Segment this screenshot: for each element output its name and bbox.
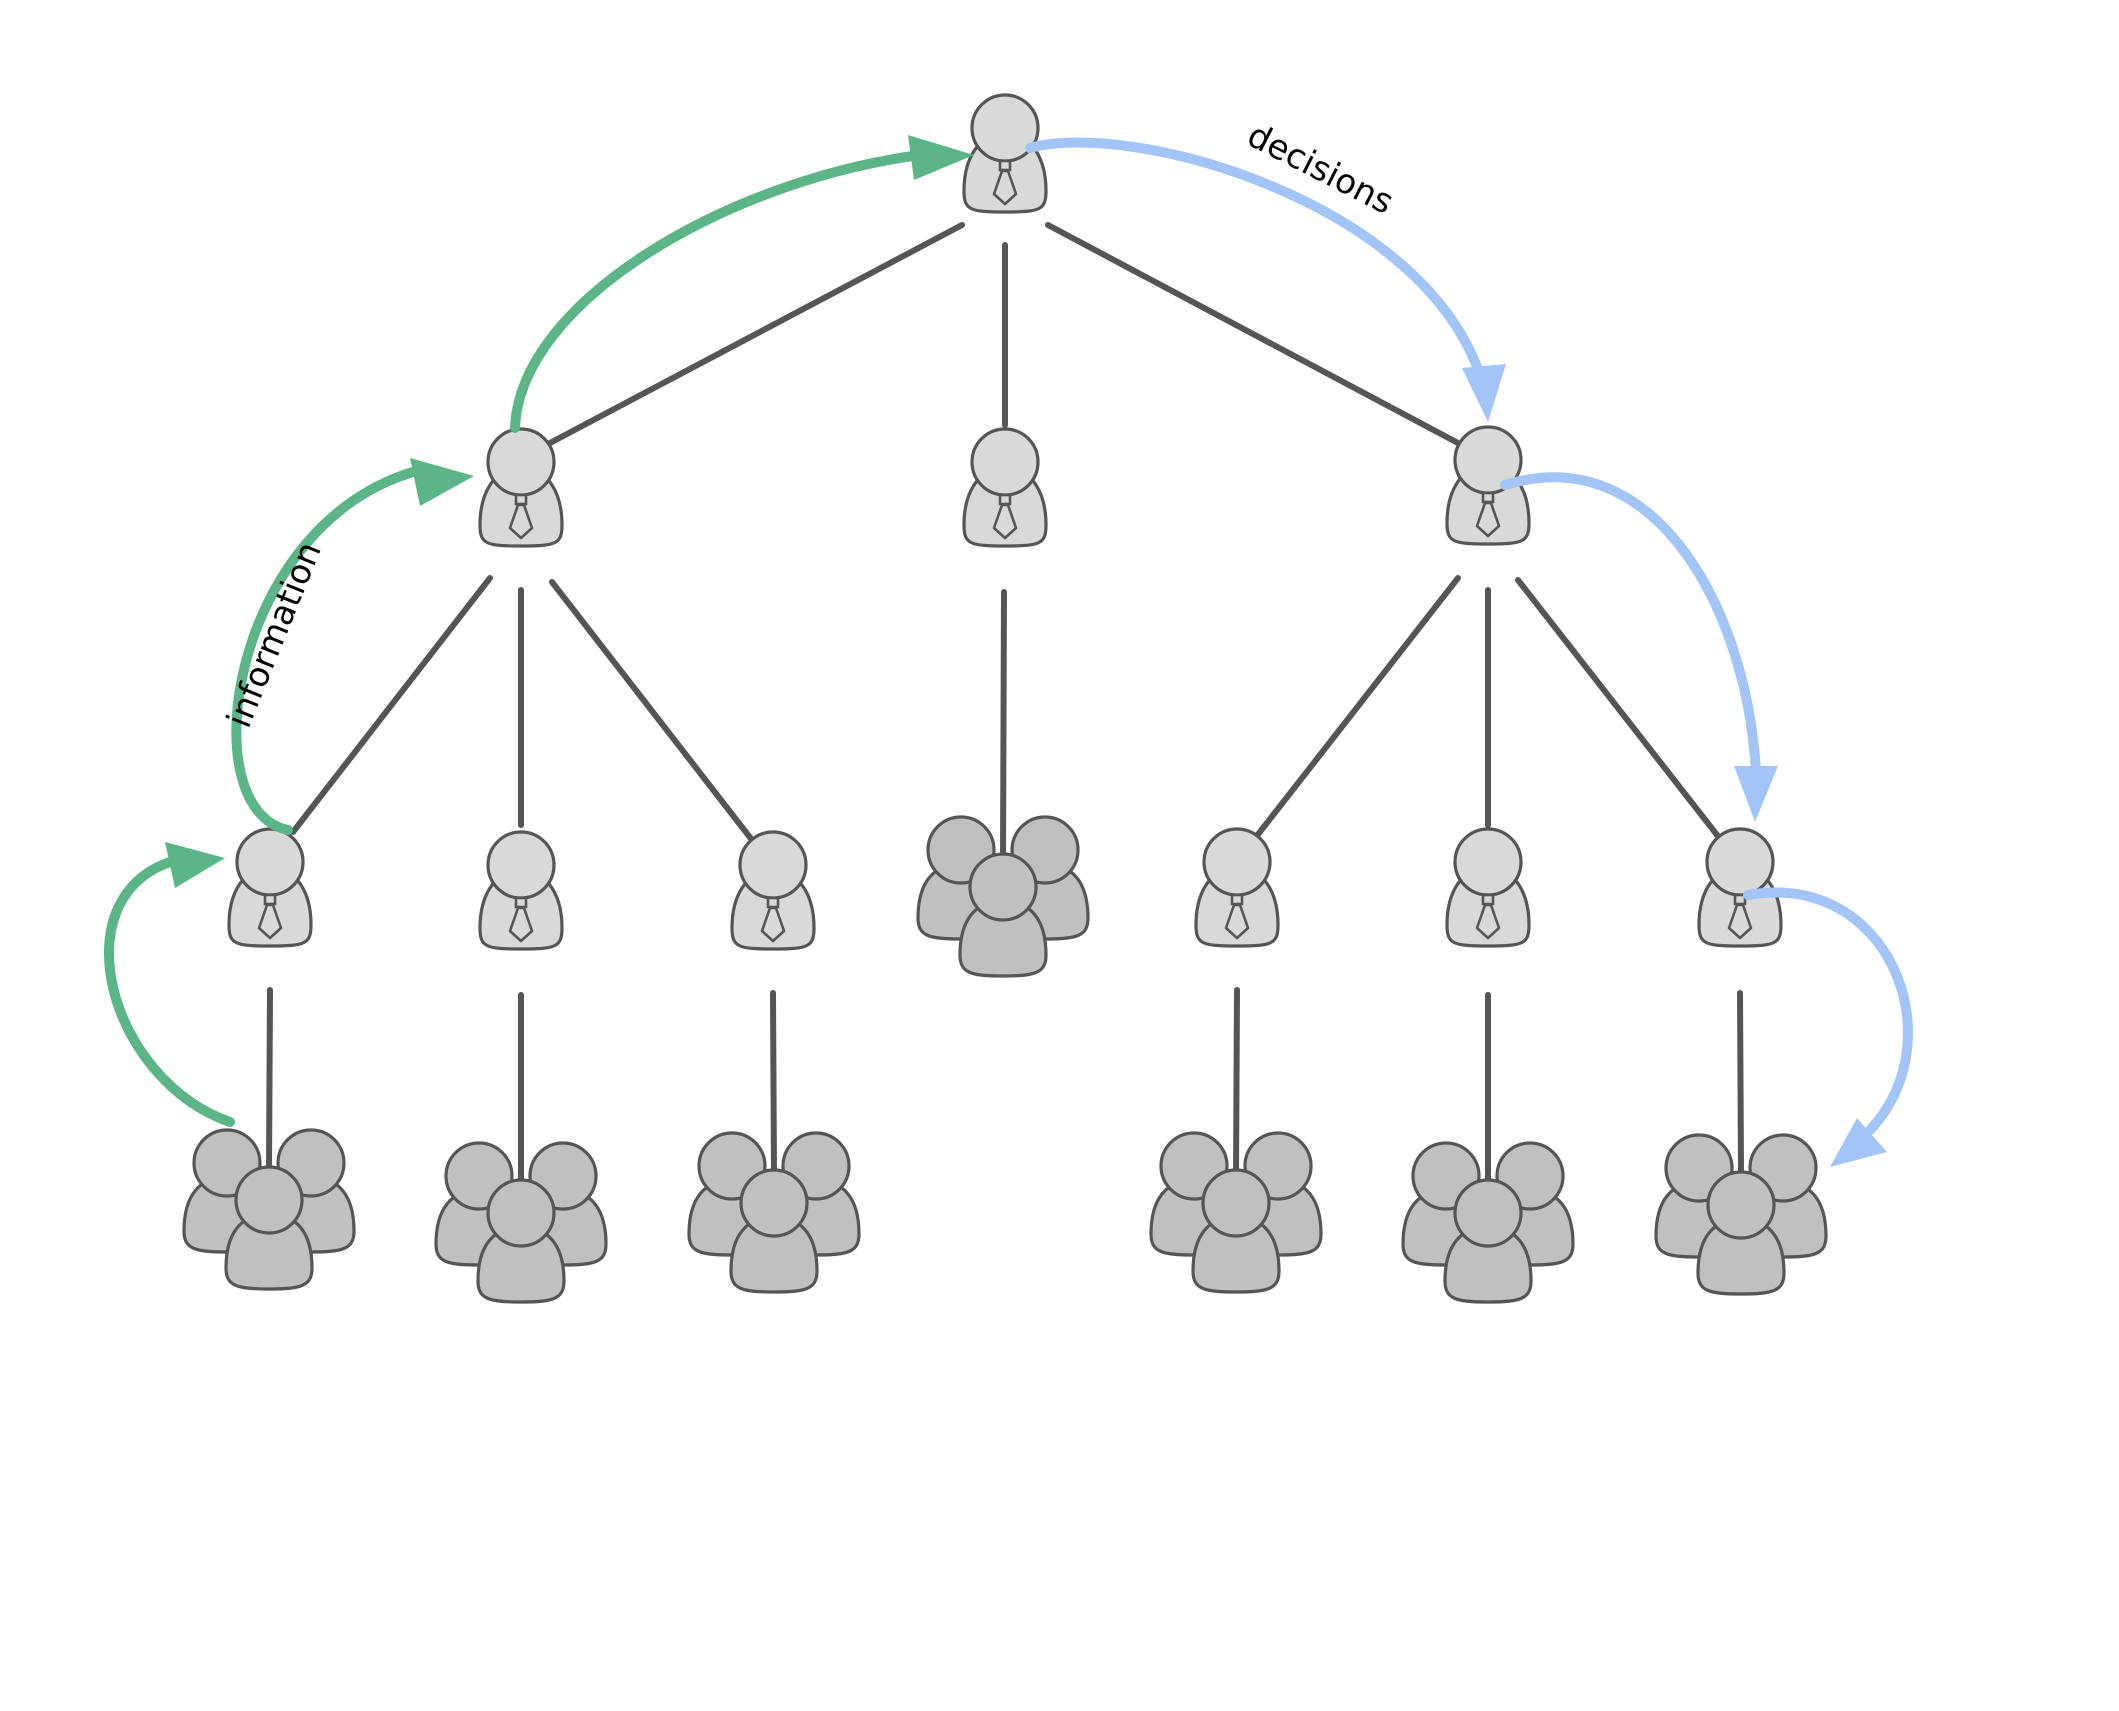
team-nodes — [184, 817, 1826, 1302]
manager-icon-top — [962, 93, 1048, 214]
information-arrow-left-to-top — [510, 150, 925, 433]
manager-icon-sub6 — [1697, 827, 1783, 948]
decisions-arrowheads — [1462, 364, 1887, 1167]
connector-ceo-right — [1045, 222, 1461, 446]
connector-ceo-left — [547, 222, 965, 446]
manager-icon-left — [478, 427, 564, 548]
manager-icon-sub1 — [227, 827, 313, 948]
connector-right-sub1 — [1253, 575, 1461, 840]
manager-icon-sub4 — [1194, 827, 1280, 948]
information-arrows — [103, 150, 925, 1127]
information-label: information — [219, 536, 330, 733]
connector-right-sub3 — [1515, 577, 1724, 843]
decisions-arrows — [1025, 137, 1913, 1135]
hierarchy-connectors — [266, 222, 1744, 1188]
information-arrowhead-3 — [908, 135, 974, 180]
information-arrowhead-2 — [410, 458, 474, 506]
manager-icon-sub3 — [730, 830, 816, 951]
connector-left-sub3 — [549, 579, 755, 843]
decisions-arrow-sub6-to-team — [1743, 887, 1913, 1135]
decisions-arrowhead-1 — [1462, 364, 1506, 422]
manager-icon-center — [962, 427, 1048, 548]
information-arrow-team-to-sub1 — [103, 857, 235, 1127]
connector-left-sub1 — [290, 575, 493, 835]
decisions-arrow-right-to-sub6 — [1500, 472, 1761, 775]
connector-sub3-team — [770, 990, 777, 1178]
information-arrow-sub1-to-left — [231, 465, 425, 835]
information-arrowheads — [165, 135, 974, 888]
connector-center-team — [1000, 589, 1007, 863]
decisions-arrow-top-to-right — [1025, 137, 1485, 380]
manager-icon-sub2 — [478, 830, 564, 951]
connector-sub4-team — [1233, 987, 1240, 1178]
decisions-arrowhead-3 — [1830, 1118, 1887, 1167]
decisions-arrowhead-2 — [1734, 766, 1778, 822]
connector-sub6-team — [1737, 990, 1744, 1173]
connector-sub1-team — [266, 987, 273, 1173]
information-arrowhead-1 — [165, 842, 225, 888]
manager-icon-sub5 — [1445, 827, 1531, 948]
